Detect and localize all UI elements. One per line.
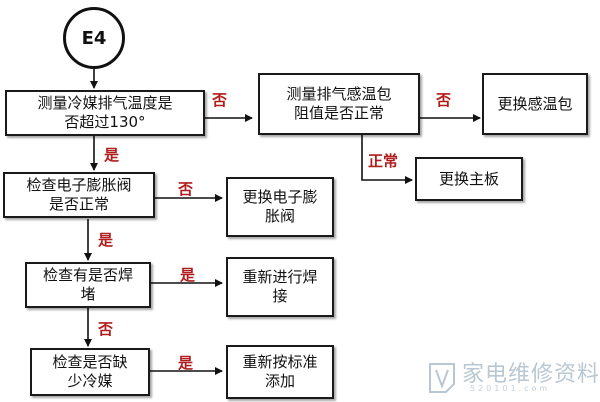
node-check-weld-block: 检查有是否焊 堵 xyxy=(25,262,151,308)
start-node: E4 xyxy=(63,7,125,69)
node-replace-expansion-valve: 更换电子膨 胀阀 xyxy=(226,177,334,237)
node-measure-discharge-temp: 测量冷媒排气温度是 否超过130° xyxy=(5,90,205,136)
node-recharge-refrigerant: 重新按标准 添加 xyxy=(226,345,334,399)
watermark-url: 520101.com xyxy=(470,384,551,393)
edge-label-q4-q5: 否 xyxy=(98,320,114,338)
node-measure-sensor-resistance: 测量排气感温包 阻值是否正常 xyxy=(258,73,420,135)
edge-label-q1-q2: 否 xyxy=(212,91,228,109)
edge-label-q5-refill: 是 xyxy=(178,354,194,372)
edge-label-q1-q3: 是 xyxy=(104,146,120,164)
edge-label-q2-sensor: 否 xyxy=(436,91,452,109)
edge-label-q4-weld: 是 xyxy=(180,266,196,284)
node-check-refrigerant: 检查是否缺 少冷媒 xyxy=(30,348,150,396)
node-reweld: 重新进行焊 接 xyxy=(226,257,334,317)
watermark-logo-icon xyxy=(429,363,455,393)
edge-label-q3-q4: 是 xyxy=(98,231,114,249)
node-replace-sensor: 更换感温包 xyxy=(482,73,588,135)
edge-label-q3-valve: 否 xyxy=(178,180,194,198)
watermark-text: 家电维修资料网 xyxy=(462,362,600,387)
node-replace-board: 更换主板 xyxy=(415,157,523,201)
node-check-expansion-valve: 检查电子膨胀阀 是否正常 xyxy=(3,172,155,218)
edge-q2-board xyxy=(361,135,413,184)
edge-label-q2-board: 正常 xyxy=(368,152,399,170)
